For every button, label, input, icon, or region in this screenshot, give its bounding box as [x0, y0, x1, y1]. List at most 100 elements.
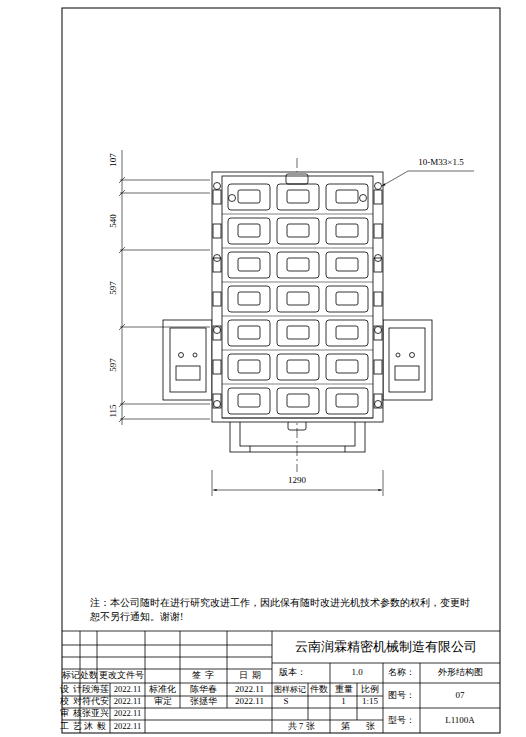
drawing-stroke [227, 631, 228, 708]
drawing-stroke [326, 252, 368, 278]
table-cell: 1 [341, 697, 346, 707]
table-cell: 处数 [80, 671, 98, 680]
drawing-stroke [229, 195, 236, 202]
drawing-stroke [336, 326, 358, 339]
drawing-stroke [374, 394, 382, 408]
sheet-border [62, 8, 500, 733]
table-cell: 第 [341, 722, 350, 732]
drawing-stroke [277, 184, 319, 210]
drawing-stroke [214, 327, 221, 334]
drawing-stroke [287, 326, 309, 339]
drawing-stroke [222, 384, 373, 385]
field-label: 图号： [388, 691, 415, 701]
drawing-stroke [213, 394, 221, 408]
drawing-stroke [272, 631, 273, 733]
drawing-stroke [383, 470, 384, 496]
drawing-stroke [228, 184, 270, 210]
drawing-stroke [212, 172, 383, 422]
drawing-stroke [120, 250, 210, 251]
table-cell: 标记 [62, 671, 80, 681]
drawing-stroke [62, 683, 500, 684]
drawing-stroke [222, 350, 373, 351]
drawing-stroke [238, 258, 260, 271]
drawing-stroke [238, 190, 260, 203]
table-cell: 图样标记 [274, 685, 306, 694]
table-cell: 工 艺 [60, 722, 83, 732]
drawing-stroke [357, 683, 358, 720]
field-label: 名称： [388, 668, 415, 678]
table-cell: 签 字 [192, 671, 215, 681]
drawing-stroke [374, 190, 382, 204]
table-cell: 2022.11 [114, 697, 141, 706]
drawing-stroke [277, 388, 319, 414]
drawing-stroke [62, 645, 272, 646]
table-cell: 2022.11 [114, 722, 141, 731]
drawing-stroke [213, 490, 382, 491]
drawing-stroke [336, 190, 358, 203]
drawing-stroke [213, 292, 221, 306]
drawing-stroke [277, 218, 319, 244]
drawing-stroke [176, 366, 200, 380]
drawing-stroke [62, 657, 272, 658]
drawing-stroke [62, 669, 272, 670]
drawing-stroke [336, 258, 358, 271]
drawing-stroke [287, 292, 309, 305]
field-label: 型号： [388, 716, 415, 726]
table-cell: S [283, 697, 288, 707]
drawing-stroke [222, 214, 373, 215]
drawing-stroke [287, 190, 309, 203]
drawing-stroke [214, 183, 221, 190]
drawing-stroke [420, 663, 421, 733]
drawing-stroke [228, 388, 270, 414]
drawing-stroke [170, 328, 206, 392]
drawing-stroke [277, 286, 319, 312]
table-cell: 更改文件号 [99, 671, 144, 680]
dimension: 597 [109, 358, 119, 372]
table-cell: 2022.11 [235, 697, 264, 707]
drawing-stroke [336, 292, 358, 305]
vertical-dimensions [119, 150, 210, 425]
table-cell: 1:15 [362, 697, 378, 707]
drawing-stroke [375, 255, 382, 262]
drawing-stroke [214, 255, 221, 262]
table-cell: 设 计 [60, 685, 83, 695]
horizontal-dimension [212, 470, 383, 496]
drawing-stroke [330, 683, 331, 733]
table-cell: 比例 [361, 685, 379, 695]
drawing-stroke [375, 183, 382, 190]
drawing-stroke [286, 174, 308, 184]
company-name: 云南润霖精密机械制造有限公司 [295, 640, 477, 654]
drawing-stroke [163, 320, 212, 400]
drawing-stroke [326, 218, 368, 244]
table-cell: 审定 [154, 697, 172, 707]
table-cell: 共 7 张 [288, 722, 315, 732]
drawing-stroke [110, 683, 111, 733]
thread-leader [382, 171, 474, 186]
drawing-stroke [336, 224, 358, 237]
thread-callout: 10-M33×1.5 [418, 158, 463, 168]
drawing-stroke [336, 394, 358, 407]
drawing-stroke [238, 292, 260, 305]
field-value: 07 [456, 691, 465, 701]
drawing-stroke [222, 176, 373, 418]
drawing-stroke [277, 354, 319, 380]
drawing-stroke [410, 353, 415, 358]
table-cell: 张拯华 [190, 697, 217, 707]
drawing-stroke [375, 327, 382, 334]
drawing-stroke [120, 404, 210, 405]
drawing-stroke [228, 286, 270, 312]
table-cell: 陈华春 [190, 685, 217, 695]
drawing-stroke [120, 327, 210, 328]
dimension: 1290 [288, 476, 306, 486]
table-cell: 张亚兴 [82, 709, 109, 719]
table-cell: 沐 毅 [84, 722, 107, 732]
drawing-stroke [277, 252, 319, 278]
drawing-stroke [250, 446, 251, 452]
drawing-stroke [238, 360, 260, 373]
title-block-grid [62, 631, 500, 733]
drawing-stroke [222, 248, 373, 249]
drawing-stroke [396, 353, 400, 357]
main-frame [212, 172, 383, 422]
drawing-stroke [213, 190, 221, 204]
drawing-stroke [326, 388, 368, 414]
